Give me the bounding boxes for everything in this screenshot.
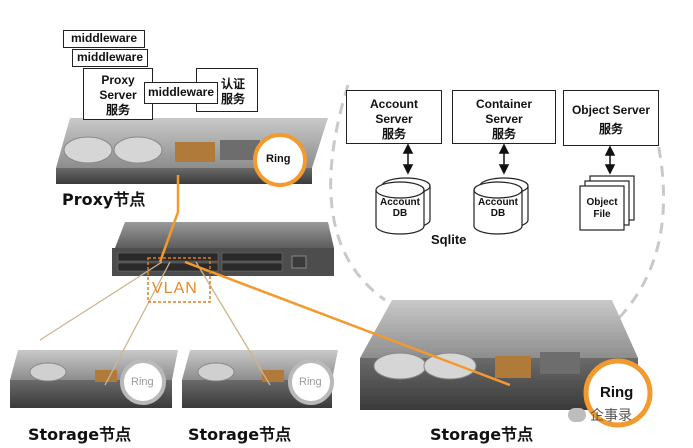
proxy-middleware-label-1: middleware	[70, 31, 138, 45]
storage-1-ring-label: Ring	[131, 376, 154, 388]
account-server-line1: Account	[370, 97, 418, 111]
account-db-cylinder	[375, 177, 431, 235]
proxy-server-line3: 服务	[105, 103, 130, 117]
proxy-server-line2: Server	[99, 88, 137, 102]
account-server-box: Account Server 服务	[346, 90, 442, 144]
storage-1-node-label: Storage节点	[28, 425, 132, 444]
account-server-line2: Server	[375, 112, 413, 126]
container-server-line2: Server	[485, 112, 523, 126]
proxy-ring-circle	[253, 133, 307, 187]
proxy-server-line1: Proxy	[101, 73, 135, 87]
storage-3-node-label: Storage节点	[430, 425, 534, 444]
sqlite-label: Sqlite	[431, 232, 467, 247]
object-server-line2: 服务	[598, 122, 623, 136]
vlan-label: VLAN	[152, 280, 198, 297]
auth-service-line1: 认证	[221, 77, 246, 91]
container-db-label: Account DB	[476, 197, 520, 219]
storage-2-ring-label: Ring	[299, 376, 322, 388]
vlan-box	[147, 257, 211, 303]
object-file-label: Object File	[580, 197, 624, 221]
storage-2-node-label: Storage节点	[188, 425, 292, 444]
storage-3-ring-label: Ring	[600, 384, 634, 401]
object-file-stack	[579, 175, 635, 231]
wechat-logo-icon	[568, 408, 586, 422]
services-boundary-arc	[329, 84, 665, 327]
object-file-line2: File	[593, 209, 611, 220]
watermark: 企事录	[568, 405, 632, 425]
account-db-line1: Account	[380, 197, 420, 208]
storage-server-3	[360, 300, 638, 410]
proxy-middleware-label-2: middleware	[76, 50, 144, 64]
auth-service-line2: 服务	[221, 92, 246, 106]
watermark-text: 企事录	[590, 408, 632, 424]
storage-3-ring-circle	[583, 358, 653, 428]
account-server-line3: 服务	[381, 127, 406, 141]
container-db-line2: DB	[490, 208, 506, 219]
storage-2-ring-circle	[288, 359, 334, 405]
object-server-line1: Object Server	[571, 103, 651, 117]
container-server-box: Container Server 服务	[452, 90, 556, 144]
proxy-node-label: Proxy节点	[62, 190, 146, 209]
proxy-middleware-box-3: middleware	[144, 82, 218, 104]
proxy-middleware-box-2: middleware	[72, 49, 148, 67]
container-db-line1: Account	[478, 197, 518, 208]
proxy-server-box: Proxy Server 服务	[83, 68, 153, 120]
container-server-line3: 服务	[491, 127, 516, 141]
container-db-cylinder	[473, 177, 529, 235]
proxy-ring-label: Ring	[266, 153, 291, 165]
network-switch	[112, 222, 334, 276]
proxy-middleware-box-1: middleware	[63, 30, 145, 48]
object-file-line1: Object	[586, 197, 618, 208]
object-server-box: Object Server 服务	[563, 90, 659, 146]
account-db-label: Account DB	[378, 197, 422, 219]
service-arrows	[402, 143, 616, 175]
container-server-line1: Container	[475, 97, 532, 111]
storage-1-ring-circle	[120, 359, 166, 405]
proxy-middleware-label-3: middleware	[147, 85, 215, 99]
account-db-line2: DB	[392, 208, 408, 219]
vlan-tan-links	[39, 261, 271, 386]
orange-links	[158, 175, 511, 387]
